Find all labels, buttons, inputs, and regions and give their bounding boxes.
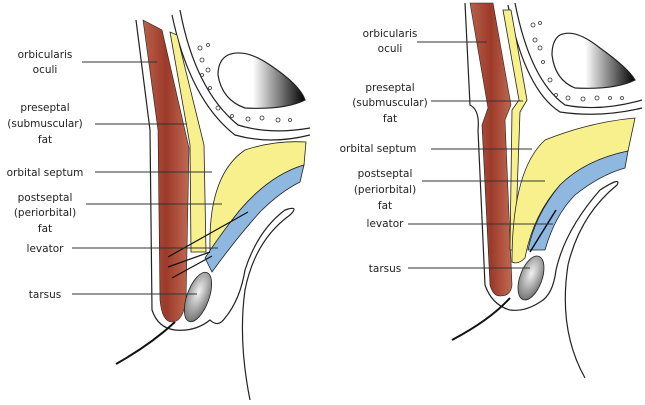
label-preseptal-1: preseptal: [20, 102, 69, 114]
label-levator: levator: [367, 218, 405, 230]
eyelash: [115, 321, 176, 365]
levator-muscle: [204, 164, 305, 273]
label-tarsus: tarsus: [369, 263, 401, 275]
label-orbicularis-2: oculi: [33, 64, 58, 76]
label-levator: levator: [27, 243, 65, 255]
orbital-bone: [551, 32, 636, 89]
levator-aponeurosis: [529, 209, 557, 253]
label-postseptal-2: (periorbital): [354, 184, 416, 196]
labels-left: orbicularis oculi preseptal (submuscular…: [7, 49, 222, 301]
orbital-bone: [217, 52, 306, 109]
label-orbicularis-2: oculi: [378, 43, 403, 55]
label-preseptal-1: preseptal: [365, 82, 414, 94]
label-septum: orbital septum: [7, 167, 84, 179]
fat-preseptal: [169, 31, 207, 253]
label-preseptal-2: (submuscular): [352, 97, 427, 109]
eyelash: [451, 297, 511, 341]
label-tarsus: tarsus: [29, 289, 61, 301]
skin-outline: [464, 2, 619, 379]
panel-right: [451, 2, 643, 379]
levator-muscle: [527, 150, 629, 251]
label-orbicularis-1: orbicularis: [18, 49, 73, 61]
bone-marrow-dots: [530, 21, 624, 102]
levator-fibers: [167, 211, 249, 279]
bone-outline-inner: [514, 2, 643, 109]
label-preseptal-2: (submuscular): [7, 118, 82, 130]
tarsus-plate: [183, 271, 213, 323]
tarsus-plate: [517, 255, 545, 301]
bone-marrow-dots: [197, 43, 292, 123]
label-postseptal-3: fat: [38, 223, 52, 235]
labels-right: orbicularis oculi preseptal (submuscular…: [340, 28, 553, 275]
label-postseptal-1: postseptal: [18, 192, 73, 204]
label-postseptal-1: postseptal: [358, 168, 413, 180]
bone-outline-inner: [179, 9, 311, 132]
label-septum: orbital septum: [340, 143, 417, 155]
skin-outline: [135, 19, 295, 401]
label-postseptal-2: (periorbital): [14, 207, 76, 219]
bone-outline: [171, 14, 311, 141]
label-preseptal-3: fat: [38, 134, 52, 146]
label-postseptal-3: fat: [378, 200, 392, 212]
bone-outline: [507, 4, 643, 115]
label-preseptal-3: fat: [383, 113, 397, 125]
panel-left: [115, 9, 311, 401]
label-orbicularis-1: orbicularis: [363, 28, 418, 40]
